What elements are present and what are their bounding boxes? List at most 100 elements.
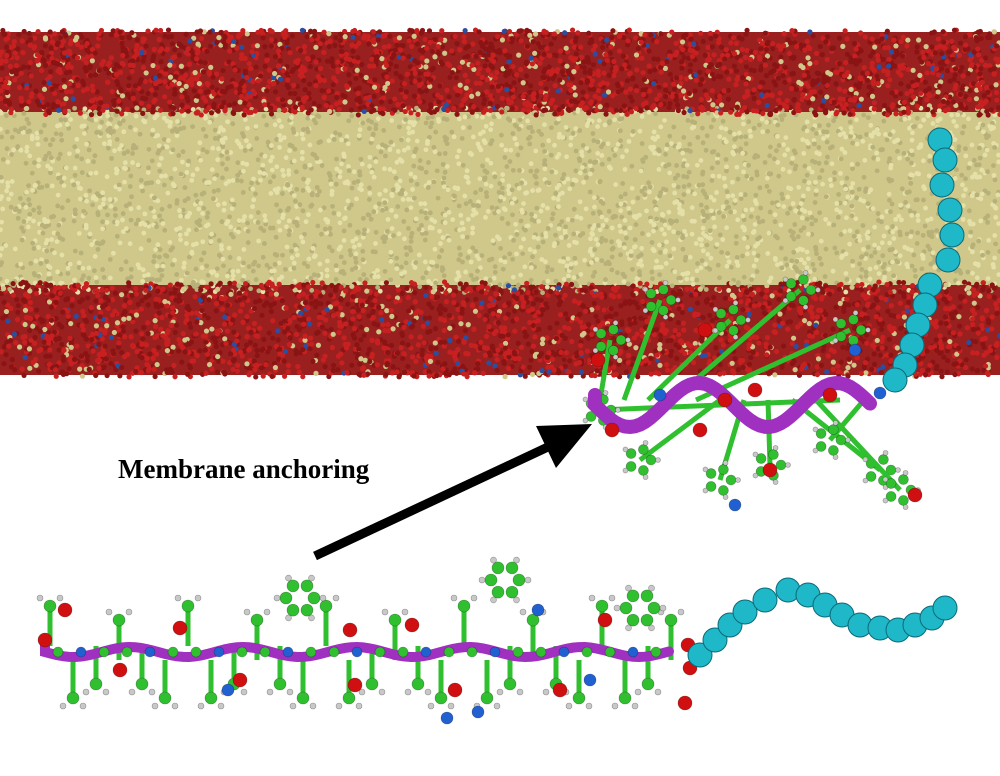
lipid-tail-atom — [342, 216, 347, 222]
headgroup-atom — [721, 88, 727, 94]
lipid-tail-atom — [502, 259, 508, 265]
lipid-tail-atom — [519, 209, 525, 215]
lipid-tail-atom — [832, 170, 837, 176]
lipid-tail-atom — [580, 143, 586, 148]
lipid-tail-atom — [612, 153, 618, 158]
headgroup-atom — [533, 112, 539, 118]
lipid-tail-atom — [635, 195, 641, 201]
lipid-tail-atom — [512, 122, 518, 128]
lipid-tail-atom — [181, 264, 187, 270]
lipid-tail-atom — [592, 269, 598, 275]
headgroup-atom — [603, 111, 609, 117]
lipid-tail-atom — [120, 118, 126, 124]
headgroup-atom — [652, 67, 658, 73]
headgroup-atom — [538, 80, 544, 87]
lipid-tail-atom — [588, 236, 593, 242]
lipid-tail-atom — [205, 222, 211, 228]
lipid-tail-atom — [353, 255, 358, 261]
lipid-tail-atom — [969, 249, 975, 255]
lipid-tail-atom — [563, 124, 569, 130]
lipid-tail-atom — [269, 167, 275, 173]
lipid-tail-atom — [850, 258, 855, 264]
lipid-tail-atom — [723, 139, 729, 145]
lipid-tail-atom — [212, 127, 218, 133]
lipid-tail-atom — [926, 173, 932, 179]
lipid-tail-atom — [801, 150, 807, 156]
lipid-tail-atom — [843, 186, 849, 192]
lipid-tail-atom — [240, 168, 246, 174]
lipid-tail-atom — [486, 257, 492, 263]
lipid-tail-atom — [145, 170, 151, 175]
lipid-tail-atom — [193, 192, 199, 198]
lipid-tail-atom — [300, 188, 306, 193]
lipid-tail-atom — [856, 233, 862, 239]
headgroup-atom — [817, 43, 823, 50]
lipid-tail-atom — [991, 163, 996, 168]
headgroup-atom — [336, 106, 342, 112]
lipid-tail-atom — [886, 191, 892, 197]
headgroup-atom — [321, 94, 327, 100]
lipid-tail-atom — [932, 264, 938, 270]
lipid-tail-atom — [876, 271, 882, 276]
lipid-tail-atom — [725, 193, 731, 199]
lipid-tail-atom — [26, 183, 31, 189]
headgroup-atom — [398, 87, 404, 93]
lipid-tail-atom — [967, 233, 973, 239]
lipid-tail-atom — [955, 280, 961, 286]
headgroup-atom — [786, 50, 792, 57]
lipid-tail-atom — [667, 253, 673, 259]
lipid-tail-atom — [573, 126, 579, 132]
lipid-tail-atom — [800, 247, 806, 253]
headgroup-atom — [138, 100, 145, 106]
headgroup-atom — [709, 88, 716, 94]
lipid-tail-atom — [397, 178, 403, 184]
lipid-tail-atom — [653, 206, 659, 212]
lipid-tail-atom — [423, 147, 429, 153]
headgroup-atom — [798, 63, 804, 69]
lipid-tail-atom — [286, 172, 292, 177]
lipid-tail-atom — [40, 230, 46, 236]
lipid-tail-atom — [178, 126, 183, 132]
lipid-tail-atom — [876, 131, 881, 137]
lipid-tail-atom — [317, 159, 323, 165]
lipid-tail-atom — [220, 256, 226, 262]
lipid-tail-atom — [230, 268, 236, 274]
headgroup-atom — [42, 35, 49, 41]
lipid-tail-atom — [456, 203, 462, 209]
lipid-tail-atom — [923, 205, 928, 211]
lipid-tail-atom — [280, 167, 286, 173]
lipid-tail-atom — [716, 173, 722, 179]
lipid-tail-atom — [353, 251, 359, 257]
lipid-tail-atom — [849, 203, 855, 209]
headgroup-atom — [350, 34, 356, 41]
headgroup-atom — [791, 109, 797, 116]
lipid-tail-atom — [328, 181, 334, 187]
lipid-tail-atom — [357, 169, 362, 175]
lipid-tail-atom — [888, 209, 893, 215]
lipid-tail-atom — [346, 164, 351, 169]
lipid-tail-atom — [685, 118, 691, 123]
lipid-tail-atom — [978, 196, 984, 202]
headgroup-atom — [728, 109, 734, 115]
lipid-tail-atom — [985, 213, 991, 219]
headgroup-atom — [241, 88, 247, 94]
lipid-tail-atom — [897, 155, 902, 161]
lipid-tail-atom — [464, 168, 470, 174]
lipid-tail-atom — [133, 113, 139, 119]
lipid-tail-atom — [81, 208, 87, 214]
lipid-tail-atom — [377, 288, 383, 294]
lipid-tail-atom — [822, 274, 828, 279]
lipid-tail-atom — [274, 202, 279, 208]
headgroup-atom — [303, 94, 309, 101]
lipid-tail-atom — [337, 132, 343, 137]
lipid-tail-atom — [724, 199, 730, 205]
lipid-tail-atom — [854, 141, 860, 147]
lipid-tail-atom — [743, 134, 749, 140]
lipid-tail-atom — [180, 149, 186, 155]
headgroup-atom — [104, 103, 110, 109]
headgroup-atom — [99, 61, 105, 67]
lipid-tail-atom — [751, 229, 757, 234]
headgroup-atom — [564, 63, 570, 69]
lipid-tail-atom — [827, 177, 833, 183]
lipid-tail-atom — [62, 117, 68, 123]
